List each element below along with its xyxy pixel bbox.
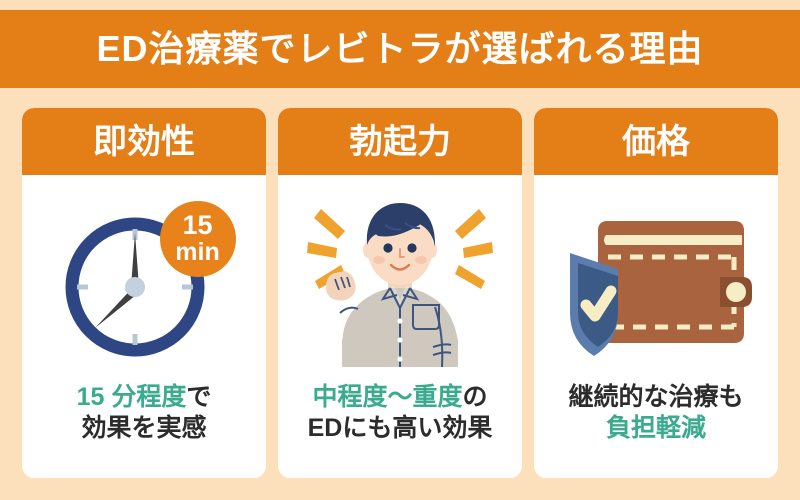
wallet-shield-icon — [570, 221, 752, 357]
card-header-bokkiryoku: 勃起力 — [278, 108, 522, 175]
wallet-illustration — [556, 201, 756, 361]
caption-line-1: 継続的な治療も — [568, 382, 744, 411]
card-header-kakaku: 価格 — [534, 108, 778, 175]
benefit-card-sokkousei: 即効性 — [22, 108, 266, 478]
caption-line-2: 負担軽減 — [605, 413, 706, 442]
caption-plain: の — [462, 382, 488, 411]
page-title: ED治療薬でレビトラが選ばれる理由 — [96, 28, 704, 69]
benefit-card-list: 即効性 — [22, 108, 778, 478]
smiling-man-icon — [307, 203, 493, 368]
person-illustration — [305, 195, 495, 368]
card-caption-kakaku: 継続的な治療も 負担軽減 — [534, 382, 778, 479]
time-badge-unit: min — [175, 237, 220, 266]
benefit-card-bokkiryoku: 勃起力 — [278, 108, 522, 478]
caption-line-2: EDにも高い効果 — [307, 413, 493, 442]
caption-highlight: 中程度〜重度 — [312, 382, 463, 411]
caption-line-1: 中程度〜重度の — [278, 382, 522, 413]
card-header-label: 勃起力 — [349, 122, 451, 161]
clock-icon — [65, 217, 204, 357]
card-figure-bokkiryoku — [278, 175, 522, 382]
card-header-sokkousei: 即効性 — [22, 108, 266, 175]
page-title-bar: ED治療薬でレビトラが選ばれる理由 — [0, 10, 800, 88]
time-badge: 15 min — [159, 200, 236, 277]
card-caption-bokkiryoku: 中程度〜重度の EDにも高い効果 — [278, 382, 522, 479]
card-figure-kakaku — [534, 175, 778, 382]
card-caption-sokkousei: 15 分程度で 効果を実感 — [22, 382, 266, 479]
card-header-label: 価格 — [622, 122, 690, 161]
time-badge-number: 15 — [182, 210, 213, 241]
caption-highlight: 15 分程度 — [76, 382, 187, 411]
caption-line-1: 15 分程度で — [22, 382, 266, 413]
card-figure-sokkousei: 15 min — [22, 175, 266, 382]
caption-plain: で — [186, 382, 212, 411]
card-header-label: 即効性 — [93, 122, 195, 161]
clock-illustration: 15 min — [57, 199, 236, 364]
caption-line-2: 効果を実感 — [81, 413, 207, 442]
benefit-card-kakaku: 価格 — [534, 108, 778, 478]
